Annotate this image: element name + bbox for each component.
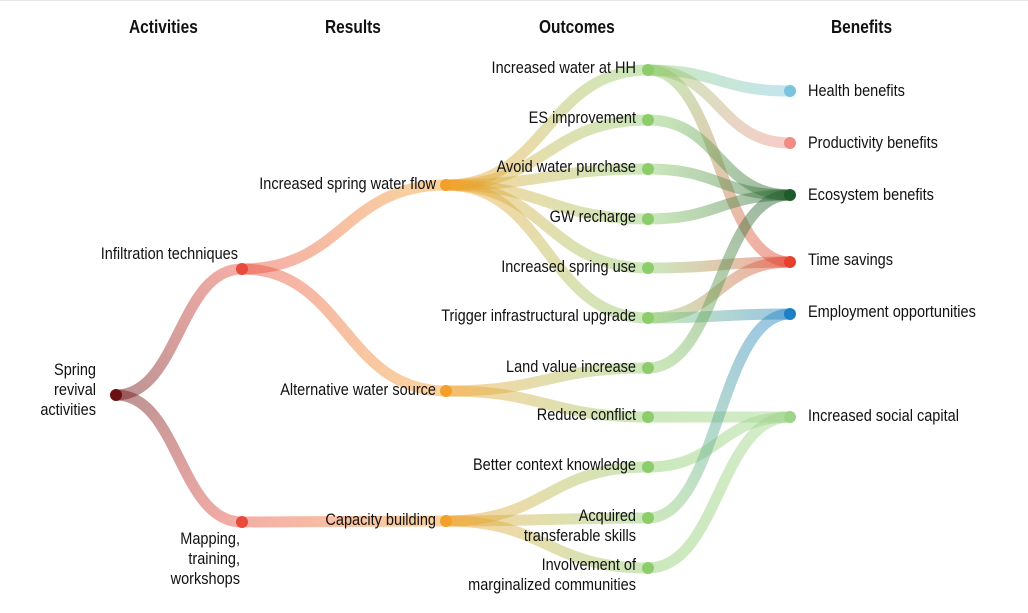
node-time-savings — [784, 256, 796, 268]
label-line: Mapping, — [180, 530, 240, 548]
label-spring-use: Increased spring use — [501, 258, 636, 276]
label-ecosystem: Ecosystem benefits — [808, 186, 934, 204]
label-line: marginalized communities — [468, 576, 636, 594]
label-line: workshops — [170, 570, 240, 588]
node-increased-flow — [440, 179, 452, 191]
node-avoid-purchase — [642, 163, 654, 175]
label-marginalized: Involvement of marginalized communities — [428, 555, 636, 595]
label-time-savings: Time savings — [808, 251, 894, 269]
header-activities: Activities — [129, 17, 198, 37]
node-capacity — [440, 515, 452, 527]
link-spring_revival-to-infiltration — [110, 263, 248, 401]
node-mapping — [236, 516, 248, 528]
label-line: Acquired — [578, 507, 636, 525]
label-line: Spring — [54, 361, 96, 379]
node-spring-use — [642, 262, 654, 274]
link-infra_upgrade-to-employment — [642, 308, 796, 324]
label-infiltration: Infiltration techniques — [100, 245, 239, 263]
label-alt-source: Alternative water source — [280, 381, 436, 399]
node-alt-source — [440, 385, 452, 397]
link-marginalized-to-social_capital — [642, 411, 796, 574]
label-line: activities — [40, 401, 96, 419]
label-context-knowledge: Better context knowledge — [472, 456, 636, 474]
link-water_hh-to-time_savings — [642, 64, 796, 268]
label-spring-revival: Spring revival activities — [29, 360, 96, 420]
node-social-capital — [784, 411, 796, 423]
label-health: Health benefits — [808, 82, 905, 100]
label-line: transferable skills — [523, 527, 636, 545]
label-increased-flow: Increased spring water flow — [259, 175, 436, 193]
label-mapping: Mapping, training, workshops — [143, 529, 240, 589]
node-transferable-skills — [642, 512, 654, 524]
link-infiltration-to-increased_flow — [236, 179, 452, 275]
header-benefits: Benefits — [831, 17, 893, 37]
label-line: Involvement of — [541, 556, 636, 574]
label-line: revival — [54, 381, 96, 399]
link-capacity-to-marginalized — [440, 515, 654, 574]
node-water-hh — [642, 64, 654, 76]
node-productivity — [784, 137, 796, 149]
label-line: training, — [188, 550, 240, 568]
label-productivity: Productivity benefits — [808, 134, 938, 152]
node-es-improve — [642, 114, 654, 126]
label-transferable-skills: Acquired transferable skills — [464, 506, 636, 546]
node-employment — [784, 308, 796, 320]
node-health — [784, 85, 796, 97]
label-es-improve: ES improvement — [528, 109, 636, 127]
node-ecosystem — [784, 189, 796, 201]
label-water-hh: Increased water at HH — [491, 59, 636, 77]
label-infra-upgrade: Trigger infrastructural upgrade — [441, 307, 636, 325]
link-transferable_skills-to-employment — [642, 308, 796, 524]
node-reduce-conflict — [642, 411, 654, 423]
label-capacity: Capacity building — [325, 511, 436, 529]
node-land-value — [642, 362, 654, 374]
top-border — [0, 0, 1028, 1]
link-land_value-to-ecosystem — [642, 189, 796, 374]
link-increased_flow-to-infra_upgrade — [440, 179, 654, 324]
label-employment: Employment opportunities — [808, 303, 976, 321]
link-mapping-to-capacity — [236, 515, 452, 528]
label-social-capital: Increased social capital — [808, 407, 959, 425]
link-infiltration-to-alt_source — [236, 263, 452, 397]
header-outcomes: Outcomes — [539, 17, 615, 37]
label-avoid-purchase: Avoid water purchase — [496, 158, 636, 176]
label-reduce-conflict: Reduce conflict — [536, 406, 636, 424]
label-gw-recharge: GW recharge — [549, 208, 636, 226]
node-context-knowledge — [642, 461, 654, 473]
label-land-value: Land value increase — [506, 358, 636, 376]
node-marginalized — [642, 562, 654, 574]
node-gw-recharge — [642, 213, 654, 225]
node-spring-revival — [110, 389, 122, 401]
node-infra-upgrade — [642, 312, 654, 324]
node-infiltration — [236, 263, 248, 275]
link-alt_source-to-reduce_conflict — [440, 385, 654, 423]
link-spring_revival-to-mapping — [110, 389, 248, 528]
header-results: Results — [325, 17, 381, 37]
